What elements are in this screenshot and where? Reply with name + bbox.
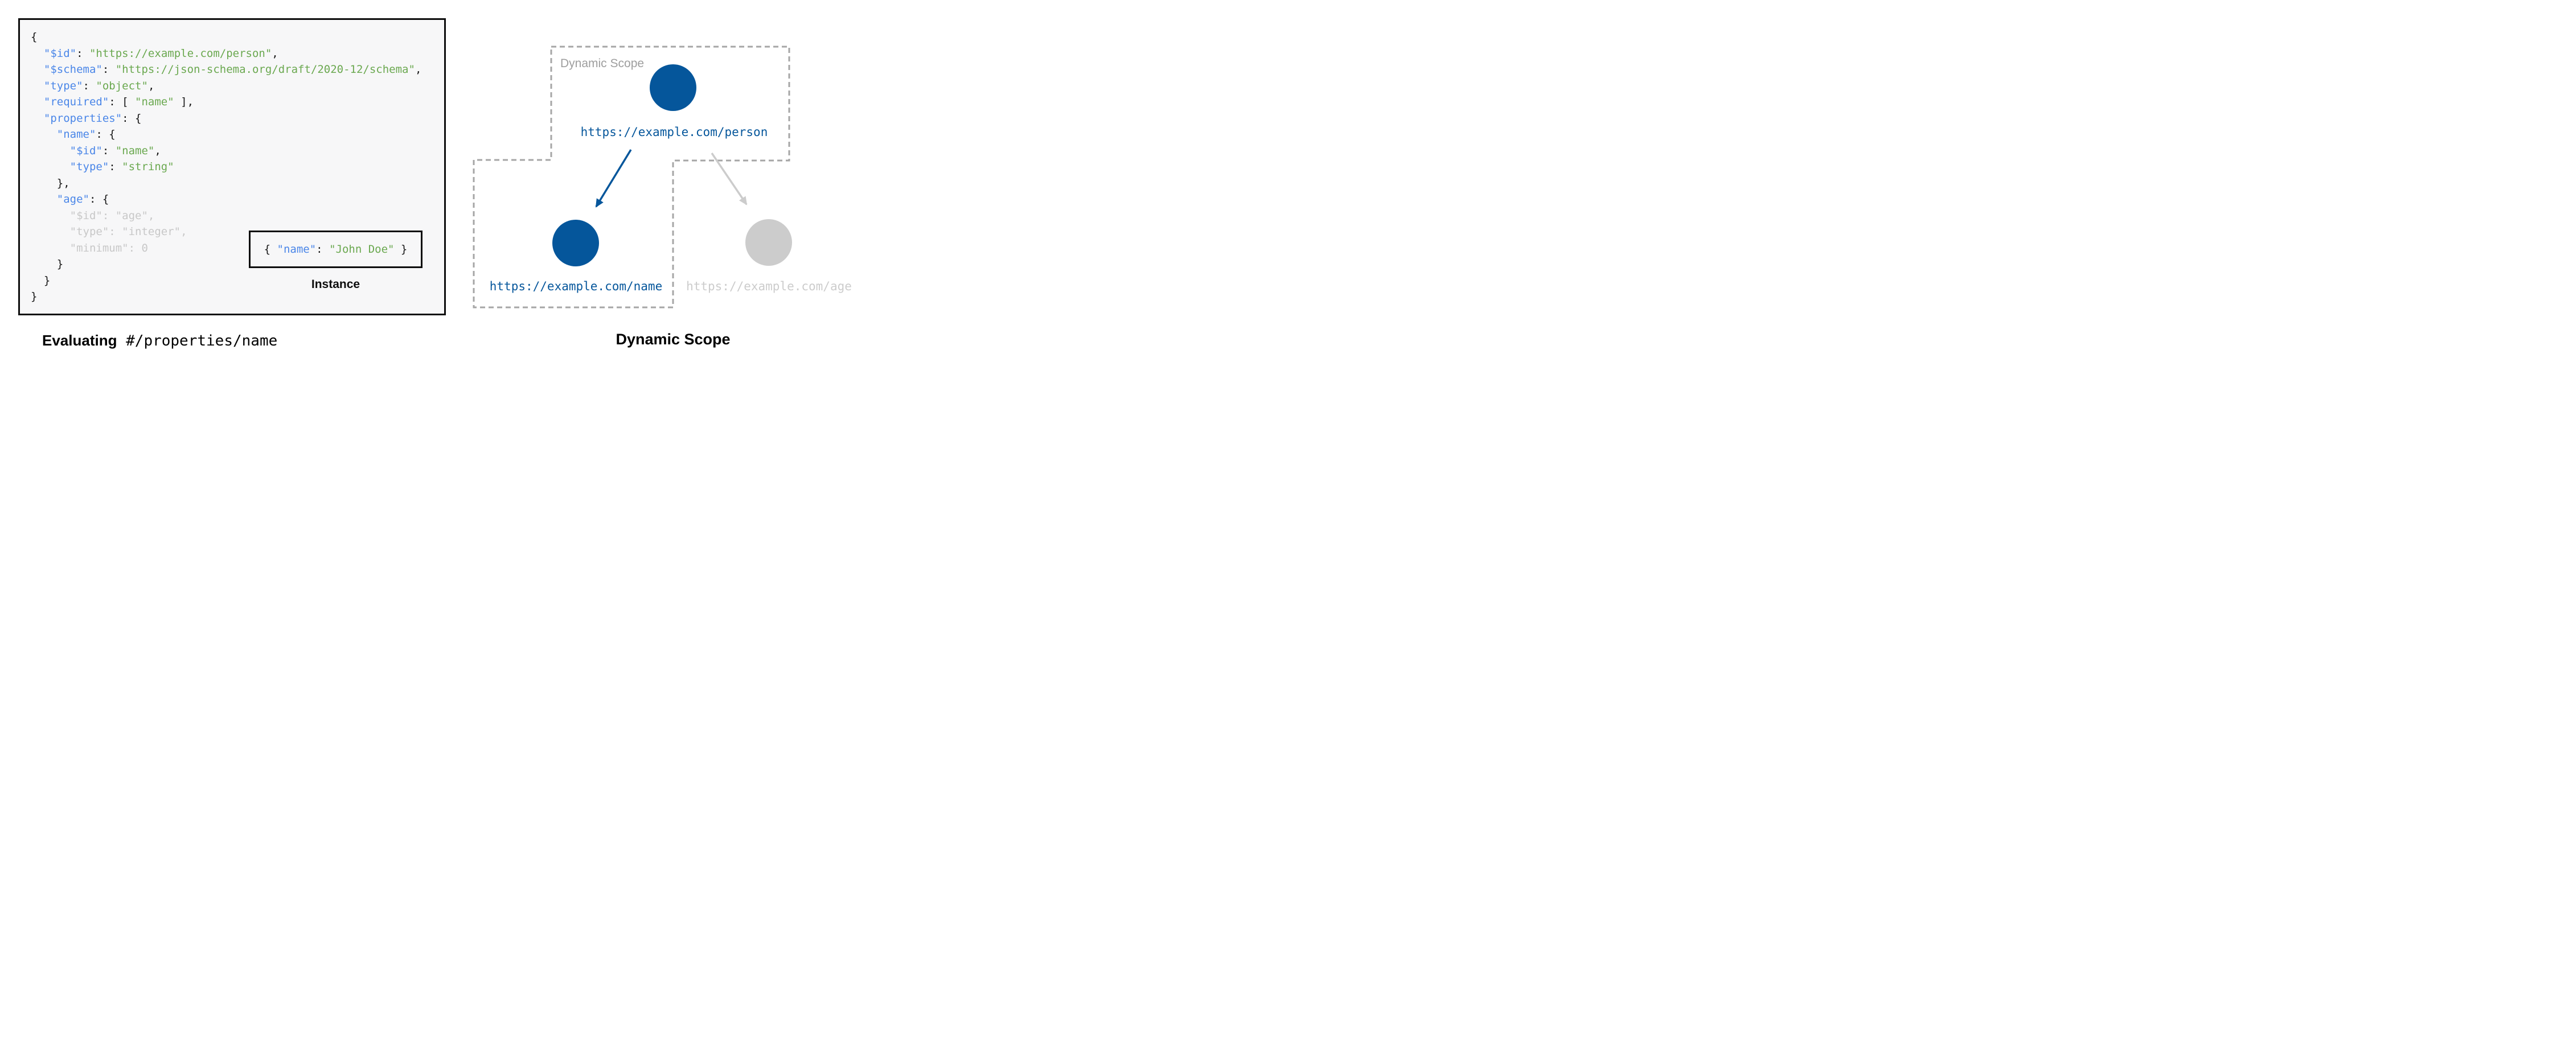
code-token: , bbox=[154, 144, 161, 157]
schema-panel: { "$id": "https://example.com/person", "… bbox=[18, 18, 446, 315]
code-token: : { bbox=[96, 128, 116, 141]
code-token: "John Doe" bbox=[329, 243, 395, 256]
edge-person-to-age bbox=[711, 153, 748, 205]
caption-dynamic-scope: Dynamic Scope bbox=[616, 331, 731, 348]
code-line: { bbox=[31, 29, 444, 46]
node-age bbox=[745, 219, 792, 266]
instance-code: { "name": "John Doe" } bbox=[264, 243, 408, 256]
code-token: "object" bbox=[96, 79, 148, 92]
code-token: : bbox=[316, 243, 330, 256]
code-token: : { bbox=[89, 193, 109, 205]
scope-outline bbox=[473, 46, 790, 309]
code-token bbox=[31, 128, 57, 141]
code-token: "type" bbox=[69, 161, 109, 173]
code-token: { bbox=[31, 31, 38, 43]
code-token: "name" bbox=[277, 243, 317, 256]
instance-box: { "name": "John Doe" } bbox=[249, 231, 423, 268]
code-token: "minimum": 0 bbox=[31, 241, 148, 254]
code-token: "name" bbox=[115, 144, 155, 157]
code-token: "name" bbox=[135, 96, 174, 108]
code-token: , bbox=[415, 63, 422, 76]
code-token: "https://example.com/person" bbox=[89, 47, 272, 60]
dynamic-scope-diagram bbox=[473, 46, 792, 309]
code-token bbox=[31, 161, 70, 173]
code-line: "$id": "age", bbox=[31, 208, 444, 224]
schema-code: { "$id": "https://example.com/person", "… bbox=[20, 20, 444, 305]
code-line: "minimum": 0 bbox=[31, 240, 444, 257]
code-token: } bbox=[31, 258, 64, 270]
code-token: : bbox=[109, 161, 122, 173]
code-token: : bbox=[102, 63, 116, 76]
code-token bbox=[31, 96, 44, 108]
code-token: "type": "integer", bbox=[31, 225, 187, 238]
node-person-label: https://example.com/person bbox=[580, 125, 768, 139]
code-token bbox=[31, 145, 70, 157]
code-token bbox=[31, 47, 44, 60]
code-token: "properties" bbox=[43, 112, 122, 125]
node-age-label: https://example.com/age bbox=[686, 279, 852, 293]
code-token: "$id" bbox=[43, 47, 77, 60]
scope-region-label: Dynamic Scope bbox=[560, 57, 645, 70]
code-line: "type": "string" bbox=[31, 159, 444, 175]
code-token bbox=[31, 193, 57, 205]
code-token: : { bbox=[122, 112, 142, 125]
node-person bbox=[650, 64, 696, 111]
code-line: "required": [ "name" ], bbox=[31, 94, 444, 110]
caption-json-pointer: #/properties/name bbox=[117, 332, 278, 349]
edge-person-to-name bbox=[595, 149, 632, 208]
code-token: { bbox=[264, 243, 277, 256]
code-line: } bbox=[31, 256, 444, 273]
code-token: } bbox=[394, 243, 408, 256]
code-token: : bbox=[76, 47, 89, 60]
instance-label: Instance bbox=[311, 278, 360, 291]
caption-evaluating: Evaluating #/properties/name bbox=[42, 332, 277, 349]
code-token: "https://json-schema.org/draft/2020-12/s… bbox=[115, 63, 415, 76]
code-token: : [ bbox=[109, 96, 136, 108]
code-token: }, bbox=[31, 176, 70, 190]
code-line: "type": "integer", bbox=[31, 224, 444, 240]
code-token bbox=[31, 112, 44, 125]
code-line: }, bbox=[31, 175, 444, 192]
code-line: "$id": "name", bbox=[31, 143, 444, 159]
code-line: "age": { bbox=[31, 191, 444, 208]
code-token: , bbox=[147, 79, 155, 92]
code-token: } bbox=[31, 274, 51, 287]
code-token: ], bbox=[174, 96, 194, 108]
code-token: "type" bbox=[43, 79, 83, 92]
code-token: : bbox=[83, 79, 96, 92]
code-token: "string" bbox=[122, 161, 174, 173]
code-token: "required" bbox=[43, 96, 109, 108]
code-token: "name" bbox=[56, 128, 96, 141]
code-token bbox=[31, 80, 44, 92]
code-line: "$id": "https://example.com/person", bbox=[31, 46, 444, 62]
figure-canvas: { "$id": "https://example.com/person", "… bbox=[0, 0, 893, 365]
code-line: "properties": { bbox=[31, 110, 444, 127]
code-token: "$schema" bbox=[43, 63, 102, 76]
code-line: "type": "object", bbox=[31, 78, 444, 94]
code-line: "name": { bbox=[31, 126, 444, 143]
node-name bbox=[552, 220, 599, 266]
code-token: } bbox=[31, 290, 38, 303]
code-token: "age" bbox=[56, 193, 89, 205]
code-token: , bbox=[272, 47, 278, 60]
code-line: "$schema": "https://json-schema.org/draf… bbox=[31, 61, 444, 78]
code-token: : bbox=[102, 144, 116, 157]
code-token: "$id" bbox=[69, 144, 102, 157]
node-name-label: https://example.com/name bbox=[489, 279, 663, 293]
code-token bbox=[31, 63, 44, 76]
code-line: } bbox=[31, 289, 444, 305]
caption-evaluating-word: Evaluating bbox=[42, 332, 117, 349]
code-line: } bbox=[31, 273, 444, 289]
code-token: "$id": "age", bbox=[31, 209, 155, 222]
